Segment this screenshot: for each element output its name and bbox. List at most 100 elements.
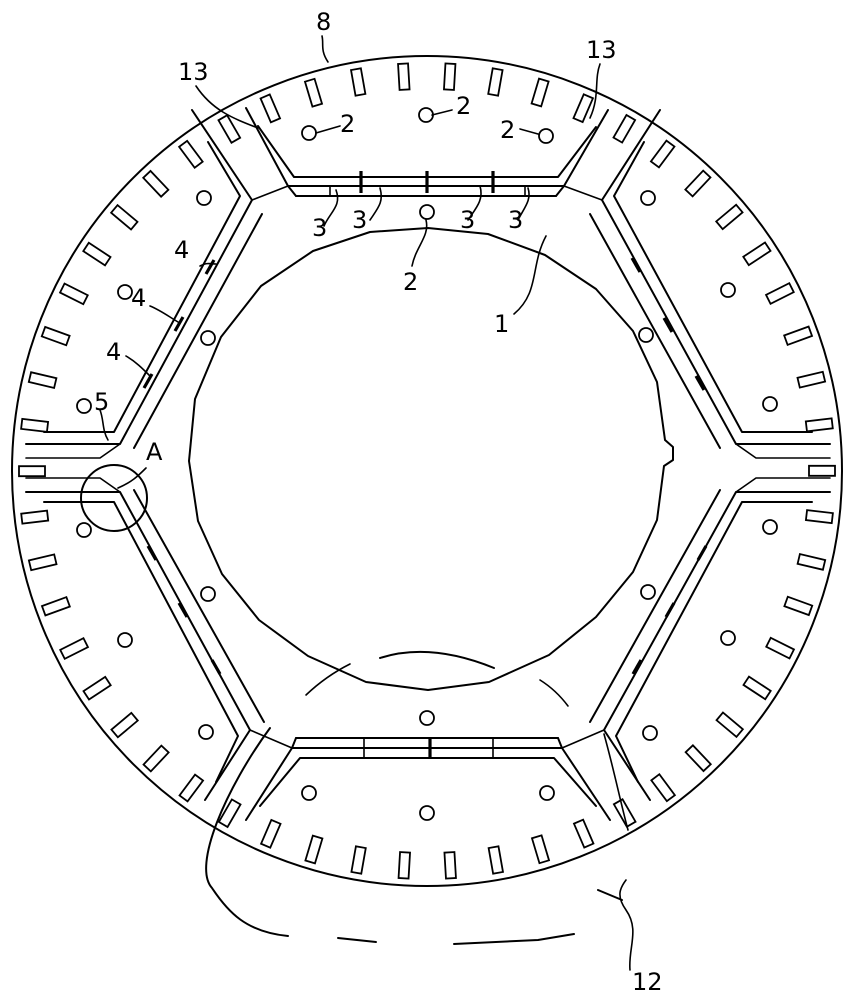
hole: [118, 285, 132, 299]
hole: [77, 399, 91, 413]
rim-slot: [219, 799, 241, 827]
rim-slot: [60, 638, 88, 659]
rim-slot: [144, 746, 169, 772]
label-3-3: 3: [460, 206, 475, 234]
rim-slot: [488, 68, 502, 95]
rim-slot: [717, 713, 743, 737]
rim-slot: [798, 554, 826, 570]
hole: [643, 726, 657, 740]
rim-slot: [489, 846, 503, 873]
hole: [199, 725, 213, 739]
left-upper-pole-block: [26, 110, 262, 448]
rim-slot: [111, 713, 137, 737]
left-lower-pole-block: [26, 490, 264, 800]
hole: [721, 631, 735, 645]
rim-slot: [111, 205, 137, 229]
label-3-1: 3: [312, 214, 327, 242]
rim-slot: [351, 846, 365, 873]
rim-slot: [743, 677, 770, 700]
label-4-middle: 4: [131, 284, 146, 312]
hole: [201, 587, 215, 601]
rim-slot: [21, 511, 48, 524]
label-8: 8: [316, 8, 331, 36]
rim-slot: [532, 79, 549, 107]
rim-slot: [305, 79, 322, 107]
inner-bore: [189, 228, 673, 690]
rim-slot: [685, 171, 710, 197]
rim-slot: [809, 466, 835, 476]
label-13-left: 13: [178, 58, 209, 86]
rim-slot: [797, 372, 825, 388]
rim-slot: [532, 835, 549, 863]
rim-slot: [398, 63, 410, 90]
hole: [302, 786, 316, 800]
label-2-top-left: 2: [340, 110, 355, 138]
rim-slot: [351, 68, 365, 95]
rim-slot: [143, 171, 168, 197]
hole: [197, 191, 211, 205]
hole: [721, 283, 735, 297]
hole: [539, 129, 553, 143]
cooling-holes: [77, 108, 777, 820]
rim-slot: [743, 242, 770, 265]
rim-slot: [716, 205, 742, 229]
rim-slot: [83, 243, 110, 266]
rim-slot: [29, 372, 57, 388]
hole: [540, 786, 554, 800]
rim-slot: [651, 774, 675, 801]
label-12: 12: [632, 968, 663, 996]
hole: [302, 126, 316, 140]
hole: [420, 205, 434, 219]
hole: [641, 585, 655, 599]
label-4-lower: 4: [106, 338, 121, 366]
label-5: 5: [94, 388, 109, 416]
reference-labels: 8 13 13 2 2 2 2 3 3 3 3 1 4 4 4 5 A 12: [94, 8, 663, 996]
label-2-top-center: 2: [456, 92, 471, 120]
label-a: A: [146, 438, 163, 466]
label-3-2: 3: [352, 206, 367, 234]
label-13-right: 13: [586, 36, 617, 64]
detail-circle-a: [81, 465, 147, 531]
hole: [420, 711, 434, 725]
rim-slot: [614, 799, 636, 827]
label-2-top-right: 2: [500, 116, 515, 144]
hole: [420, 806, 434, 820]
hole: [118, 633, 132, 647]
rim-slot: [444, 63, 455, 90]
rim-slot: [261, 820, 280, 848]
auxiliary-curves: [206, 652, 628, 944]
rim-slot: [806, 418, 833, 431]
rim-slot: [686, 745, 711, 771]
rim-slot: [574, 820, 593, 848]
rim-slot: [784, 327, 812, 345]
hole: [201, 331, 215, 345]
rim-slot: [444, 852, 456, 879]
hole: [419, 108, 433, 122]
right-lower-pole-block: [590, 490, 830, 800]
rim-slot: [180, 775, 204, 802]
hole: [639, 328, 653, 342]
rim-slot: [784, 597, 812, 615]
rim-slot: [806, 510, 833, 523]
label-1: 1: [494, 310, 509, 338]
rim-slot: [179, 141, 203, 168]
rim-slot: [21, 419, 48, 432]
rim-slot: [651, 141, 675, 168]
rim-slot: [42, 327, 70, 345]
rim-slot: [42, 597, 70, 615]
label-2-bore: 2: [403, 268, 418, 296]
rim-slot: [19, 466, 45, 476]
hole: [77, 523, 91, 537]
rim-slot: [766, 638, 794, 659]
hole: [763, 520, 777, 534]
rim-slot: [766, 283, 794, 304]
label-3-4: 3: [508, 206, 523, 234]
hole: [763, 397, 777, 411]
rim-slot: [613, 115, 635, 143]
bridge-lines: [26, 186, 830, 748]
label-4-upper: 4: [174, 236, 189, 264]
rim-slot: [399, 852, 410, 879]
rim-slot: [60, 284, 88, 305]
